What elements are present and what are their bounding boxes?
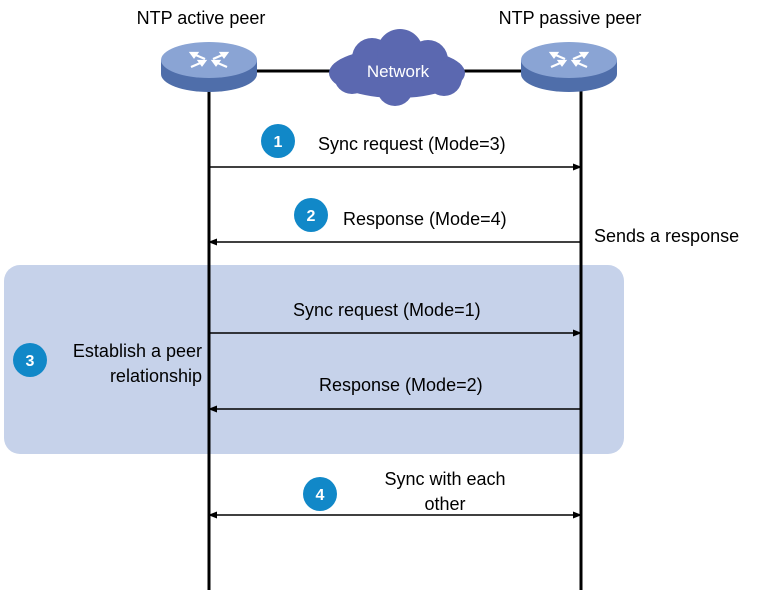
step-4-badge — [303, 477, 337, 511]
sends-response-note: Sends a response — [594, 226, 739, 246]
step-2-number: 2 — [307, 208, 316, 225]
cloud-icon — [329, 29, 465, 106]
phase-label-line2: relationship — [110, 366, 202, 386]
active-peer-label: NTP active peer — [137, 8, 266, 28]
step-1-label: Sync request (Mode=3) — [318, 134, 506, 154]
peer-relationship-phase-box — [4, 265, 624, 454]
sync-each-other-line2: other — [424, 494, 465, 514]
step-1-badge — [261, 124, 295, 158]
response-mode2-label: Response (Mode=2) — [319, 375, 483, 395]
step-1-number: 1 — [274, 134, 283, 151]
sync-request-mode1-label: Sync request (Mode=1) — [293, 300, 481, 320]
step-3-number: 3 — [26, 353, 35, 370]
network-label: Network — [367, 62, 430, 81]
router-icon — [161, 42, 257, 92]
step-2-label: Response (Mode=4) — [343, 209, 507, 229]
step-3-badge — [13, 343, 47, 377]
phase-label-line1: Establish a peer — [73, 341, 202, 361]
sync-each-other-line1: Sync with each — [384, 469, 505, 489]
router-icon — [521, 42, 617, 92]
step-2-badge — [294, 198, 328, 232]
passive-peer-label: NTP passive peer — [499, 8, 642, 28]
step-4-number: 4 — [316, 487, 325, 504]
